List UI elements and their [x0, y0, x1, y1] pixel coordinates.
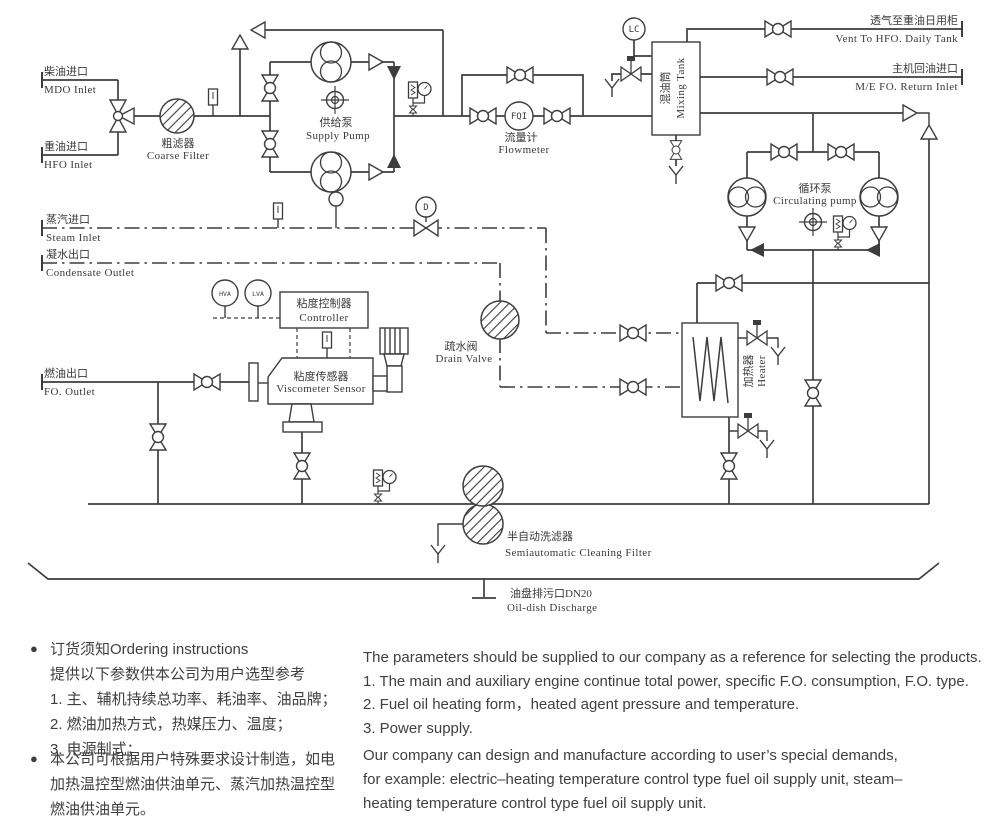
coarse-filter-label-en: Coarse Filter — [147, 150, 209, 162]
diagram-labels: 柴油进口 MDO Inlet 重油进口 HFO Inlet 蒸汽进口 Steam… — [44, 13, 958, 614]
vent-label-zh: 透气至重油日用柜 — [870, 13, 958, 27]
heater: 加热器 Heater — [681, 274, 786, 480]
custom-en-line: Our company can design and manufacture a… — [363, 747, 898, 764]
cleaning-filter-label-zh: 半自动洗滤器 — [507, 529, 573, 543]
custom-en-line: heating temperature control type fuel oi… — [363, 795, 707, 812]
return-line-valve-icon — [766, 68, 794, 86]
supply-pump-group — [231, 21, 432, 193]
steam-control-valve-tag: D — [423, 203, 428, 213]
custom-zh-line: 燃油供油单元。 — [50, 801, 156, 818]
steam-instrument-icon — [272, 202, 284, 220]
three-way-valve — [108, 99, 135, 133]
viscosity-control-group: HVA LVA — [211, 279, 409, 480]
steam-gauge-icon — [328, 191, 344, 207]
flowmeter-group: FQI — [469, 66, 571, 131]
cleaning-filter — [372, 465, 504, 564]
custom-en-line: for example: electric–heating temperatur… — [363, 771, 903, 788]
oil-dish — [27, 562, 940, 599]
custom-notes-zh: ●本公司可根据用户特殊要求设计制造，如电 加热温控型燃油供油单元、蒸汽加热温控型… — [30, 746, 360, 822]
bullet-icon: ● — [30, 751, 38, 766]
pressure-instrument-icon — [207, 88, 219, 106]
viscometer-label-zh: 粘度传感器 — [294, 369, 349, 383]
flowmeter-label-zh: 流量计 — [505, 130, 538, 144]
ordering-notes-zh: ● 订货须知Ordering instructions 提供以下参数供本公司为用户… — [30, 636, 360, 762]
port-ticks — [41, 21, 963, 390]
ordering-zh-line: 1. 主、辅机持续总功率、耗油率、油品牌； — [50, 691, 337, 708]
drain-valve-label-zh: 疏水阀 — [445, 339, 478, 353]
mixing-tank: LC 混油筒 Mixing Tank — [604, 17, 701, 185]
me-return-label-en: M/E FO. Return Inlet — [855, 81, 958, 93]
heater-drain-valve-icon — [737, 412, 759, 439]
tank-vent-valve-icon — [620, 55, 642, 82]
circulating-pump-label-zh: 循环泵 — [799, 182, 832, 195]
custom-notes-en: Our company can design and manufacture a… — [363, 744, 1003, 816]
steam-system: D — [272, 191, 647, 396]
heater-label-en: Heater — [756, 355, 768, 387]
vent-label-en: Vent To HFO. Daily Tank — [836, 33, 959, 45]
controller-instrument-icon — [321, 331, 333, 349]
mdo-inlet-label-zh: 柴油进口 — [44, 64, 88, 78]
return-branch-valve-icon — [804, 379, 822, 407]
drain-valve-icon — [480, 300, 520, 340]
hfo-inlet-label-zh: 重油进口 — [44, 139, 88, 153]
drain-valve-label-en: Drain Valve — [435, 353, 492, 365]
custom-zh-line: ●本公司可根据用户特殊要求设计制造，如电 — [30, 746, 360, 772]
coarse-filter — [159, 98, 195, 134]
me-return-label-zh: 主机回油进口 — [892, 61, 958, 75]
coarse-filter-label-zh: 粗滤器 — [162, 137, 195, 150]
oil-dish-label-zh: 油盘排污口DN20 — [510, 586, 592, 600]
fo-branch-valve-icon — [149, 423, 167, 451]
custom-zh-line: 加热温控型燃油供油单元、蒸汽加热温控型 — [50, 776, 336, 793]
condensate-outlet-label-zh: 凝水出口 — [46, 247, 90, 261]
fo-outlet-valve-icon — [193, 373, 221, 391]
bullet-icon: ● — [30, 641, 38, 656]
tank-funnel-icon — [604, 78, 620, 98]
supply-pump-label-zh: 供给泵 — [320, 115, 353, 129]
fo-outlet-label-en: FO. Outlet — [44, 386, 95, 398]
ordering-zh-line: 提供以下参数供本公司为用户选型参考 — [50, 666, 306, 683]
controller-label-zh: 粘度控制器 — [297, 296, 352, 310]
fo-outlet-label-zh: 燃油出口 — [44, 366, 88, 380]
ordering-notes-en: The parameters should be supplied to our… — [363, 646, 1003, 740]
ordering-zh-line: 3. 电源制式； — [50, 741, 142, 758]
flowmeter-label-en: Flowmeter — [498, 144, 549, 156]
oil-dish-label-en: Oil-dish Discharge — [507, 602, 597, 614]
circulating-pump-label-en: Circulating pump — [773, 195, 857, 207]
return-check-valve — [902, 104, 938, 140]
controller-label-en: Controller — [299, 312, 348, 324]
hfo-inlet-label-en: HFO Inlet — [44, 159, 93, 171]
level-controller-tag: LC — [629, 25, 640, 35]
ordering-title-line: ● 订货须知Ordering instructions — [30, 636, 360, 662]
steam-inlet-label-zh: 蒸汽进口 — [46, 212, 90, 226]
vent-line-valve-icon — [764, 20, 792, 38]
sensor-drop-valve-icon — [293, 452, 311, 480]
ordering-en-line: 3. Power supply. — [363, 719, 473, 737]
heater-label-zh: 加热器 — [742, 355, 755, 388]
steam-inlet-label-en: Steam Inlet — [46, 232, 101, 244]
flowmeter-tag: FQI — [511, 112, 527, 122]
ordering-en-line: The parameters should be supplied to our… — [363, 649, 982, 666]
supply-pump-label-en: Supply Pump — [306, 130, 370, 142]
condensate-outlet-label-en: Condensate Outlet — [46, 267, 134, 279]
ordering-en-line: 1. The main and auxiliary engine continu… — [363, 672, 969, 690]
viscometer-label-en: Viscometer Sensor — [276, 383, 366, 395]
tank-drain-valve-icon — [669, 140, 683, 160]
ordering-en-line: 2. Fuel oil heating form，heated agent pr… — [363, 696, 800, 713]
heater-vent-valve-icon — [746, 319, 768, 346]
lva-alarm-tag: LVA — [252, 290, 264, 298]
ordering-zh-line: 2. 燃油加热方式，热媒压力、温度； — [50, 716, 292, 733]
mdo-inlet-label-en: MDO Inlet — [44, 84, 96, 96]
hva-alarm-tag: HVA — [219, 290, 231, 298]
mixing-tank-label-zh: 混油筒 — [658, 72, 672, 105]
cleaning-filter-label-en: Semiautomatic Cleaning Filter — [505, 547, 652, 559]
piping-diagram: FQI LC 混油筒 Mixing Tank — [27, 13, 963, 614]
ordering-title: 订货须知Ordering instructions — [50, 641, 249, 658]
mixing-tank-label-en: Mixing Tank — [675, 57, 687, 118]
